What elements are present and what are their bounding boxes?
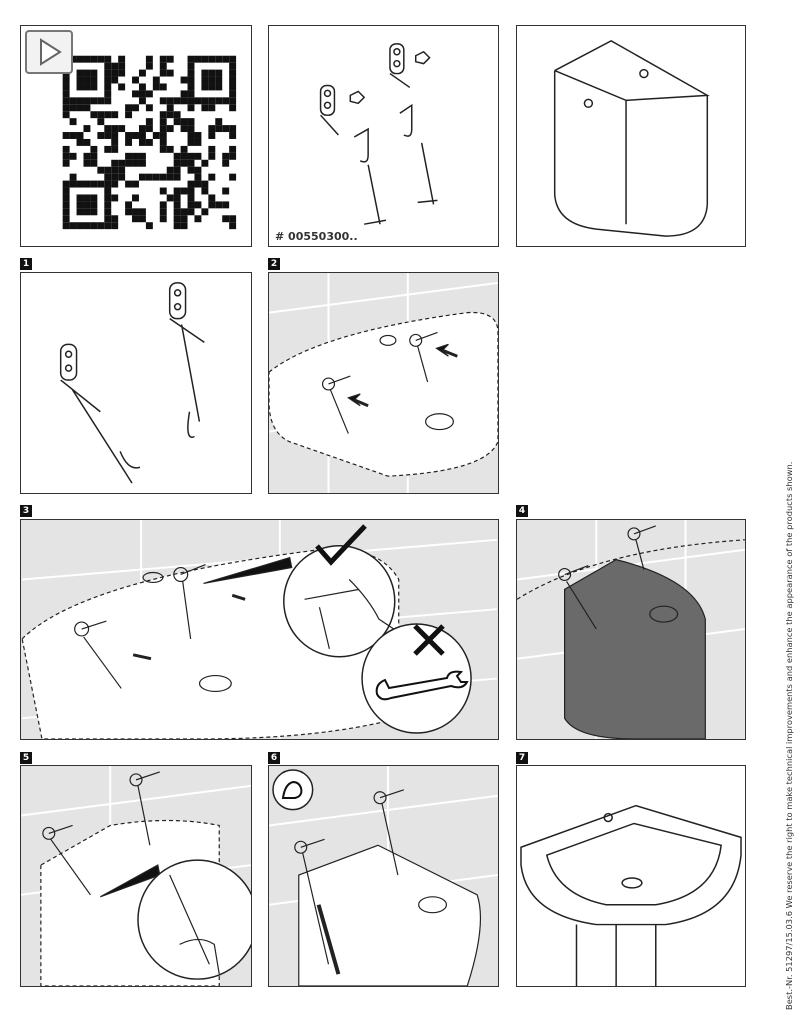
footer-order-number-disclaimer: Best.-Nr. 51297/15.03.6 We reserve the r… [784,461,794,1010]
qr-panel [20,25,252,247]
cross-icon [413,624,445,656]
finished-basin-drawing [520,804,742,986]
step-7-panel [516,765,746,987]
bolt-assembly-drawing [59,282,205,484]
pedestal-drawing [553,40,710,237]
step-5-panel [20,765,252,987]
part-number: # 00550300.. [275,230,358,243]
pedestal-placement-drawing [517,520,745,739]
step-number: 1 [20,258,32,270]
step-6-panel [268,765,499,987]
pedestal-panel [516,25,746,247]
tighten-with-screwdriver-drawing [269,766,498,986]
step-number: 6 [268,752,280,764]
play-icon[interactable] [25,30,73,74]
step-1-panel [20,272,252,494]
step-number: 3 [20,505,32,517]
step-number: 4 [516,505,528,517]
check-icon [315,524,367,566]
step-number: 7 [516,752,528,764]
step-3-panel [20,519,499,740]
parts-panel: # 00550300.. [268,25,499,247]
hand-strength-icon [281,780,303,799]
tighten-by-hand-drawing [21,766,251,986]
mounting-parts-drawing [319,43,438,225]
step-number: 5 [20,752,32,764]
qr-code[interactable] [21,26,251,246]
tighten-nuts-drawing [21,520,497,739]
step-4-panel [516,519,746,740]
step-number: 2 [268,258,280,270]
wrench-icon [375,670,469,701]
basin-underside-drawing [269,273,498,493]
step-2-panel [268,272,499,494]
